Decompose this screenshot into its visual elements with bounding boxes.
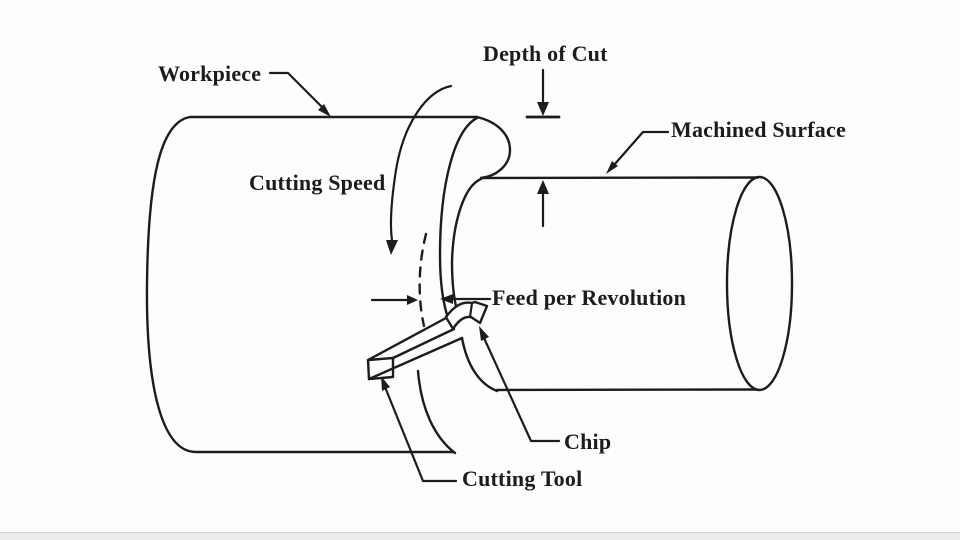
machined-end-ellipse (725, 175, 794, 392)
previous-cut-dashed-arc (418, 232, 428, 328)
shoulder-face-arc (475, 115, 512, 180)
cutting-tool-label: Cutting Tool (462, 466, 583, 491)
cutting-speed-arrowhead (386, 240, 398, 255)
depth-of-cut-label: Depth of Cut (483, 41, 608, 66)
workpiece-leader (268, 71, 324, 109)
machined-surface-leader-arrowhead (606, 161, 618, 174)
machined-surface-top-line (479, 176, 760, 180)
cutting-speed-label: Cutting Speed (249, 170, 386, 195)
chip-leader (482, 336, 561, 443)
workpiece-leader-arrowhead (318, 104, 331, 117)
workpiece-label: Workpiece (158, 61, 262, 86)
machined-surface-label: Machined Surface (671, 117, 846, 142)
chip-label: Chip (564, 429, 612, 454)
cut-edge-arc-lower (416, 369, 457, 455)
chip-leader-arrowhead (479, 326, 489, 341)
depth-up-arrowhead (537, 180, 549, 194)
machined-surface-leader (612, 130, 670, 167)
feed-right-arrowhead (440, 294, 453, 304)
cutting-tool-bottom-edge (367, 336, 464, 381)
depth-down-arrowhead (537, 102, 549, 116)
bottom-letterbox-strip (0, 532, 960, 540)
cutting-speed-arc (389, 84, 453, 242)
workpiece-outline (145, 115, 479, 454)
cutting-tool-front-edge (391, 327, 456, 360)
chip-body (444, 300, 489, 331)
shoulder-arc-upper (450, 177, 483, 322)
feed-per-revolution-label: Feed per Revolution (492, 285, 687, 310)
feed-left-arrowhead (407, 295, 418, 305)
cutting-tool-top-edge (366, 316, 448, 362)
cutting-tool-end-face (366, 356, 395, 381)
shoulder-arc-lower (460, 336, 499, 393)
cutting-tool-leader-arrowhead (381, 376, 390, 391)
chip-tip-line (468, 301, 474, 319)
machined-surface-bottom-line (495, 388, 759, 392)
cutting-tool-leader (383, 385, 458, 483)
